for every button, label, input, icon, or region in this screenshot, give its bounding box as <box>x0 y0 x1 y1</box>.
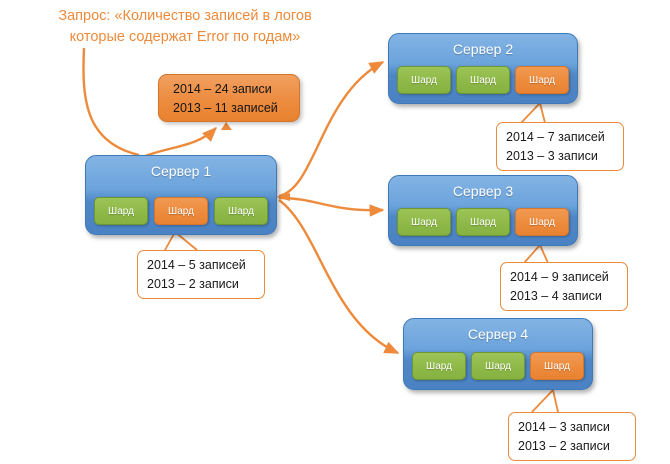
leader-server4-a <box>552 389 559 413</box>
server-box-2[interactable]: Сервер 2 Шард Шард Шард <box>388 33 578 104</box>
callout-server-3: 2014 – 9 записей 2013 – 4 записи <box>500 262 628 311</box>
shard-row-1: Шард Шард Шард <box>94 197 268 225</box>
shard-4-2[interactable]: Шард <box>471 352 525 380</box>
arrow-server1-to-result <box>139 126 218 160</box>
result-box-tail <box>221 122 232 130</box>
server-title-1: Сервер 1 <box>150 163 212 179</box>
leader-server3-b <box>523 244 541 264</box>
arrow-server1-to-server4 <box>278 199 400 355</box>
leader-server2-b <box>520 102 541 124</box>
shard-3-2[interactable]: Шард <box>456 208 510 236</box>
shard-2-3[interactable]: Шард <box>515 66 569 94</box>
aggregated-result-box: 2014 – 24 записи 2013 – 11 записей <box>158 74 300 122</box>
callout-3-line-2014: 2014 – 9 записей <box>510 270 609 284</box>
callout-server-4: 2014 – 3 записи 2013 – 2 записи <box>508 412 636 461</box>
shard-1-1[interactable]: Шард <box>94 197 148 225</box>
server-box-3[interactable]: Сервер 3 Шард Шард Шард <box>388 175 578 246</box>
leader-server4-b <box>531 389 554 413</box>
shard-3-3[interactable]: Шард <box>515 208 569 236</box>
shard-row-2: Шард Шард Шард <box>397 66 569 94</box>
shard-2-2[interactable]: Шард <box>456 66 510 94</box>
arrowhead-into-server1 <box>276 193 290 201</box>
shard-4-3[interactable]: Шард <box>530 352 584 380</box>
callout-3-line-2013: 2013 – 4 записи <box>510 289 602 303</box>
server-title-4: Сервер 4 <box>467 326 529 342</box>
shard-1-3[interactable]: Шард <box>214 197 268 225</box>
result-line-2013: 2013 – 11 записей <box>173 101 278 115</box>
arrow-query-to-server1 <box>82 47 140 157</box>
shard-2-1[interactable]: Шард <box>397 66 451 94</box>
callout-1-line-2013: 2013 – 2 записи <box>147 277 239 291</box>
callout-4-line-2014: 2014 – 3 записи <box>518 420 610 434</box>
callout-4-line-2013: 2013 – 2 записи <box>518 439 610 453</box>
callout-server-2: 2014 – 7 записей 2013 – 3 записи <box>496 122 624 171</box>
server-box-1[interactable]: Сервер 1 Шард Шард Шард <box>85 155 277 235</box>
server-title-3: Сервер 3 <box>452 183 514 199</box>
query-title: Запрос: «Количество записей в логов кото… <box>58 8 312 45</box>
server-box-4[interactable]: Сервер 4 Шард Шард Шард <box>403 318 593 390</box>
shard-4-1[interactable]: Шард <box>412 352 466 380</box>
shard-3-1[interactable]: Шард <box>397 208 451 236</box>
result-line-2014: 2014 – 24 записи <box>173 82 272 96</box>
shard-row-4: Шард Шард Шард <box>412 352 584 380</box>
callout-server-1: 2014 – 5 записей 2013 – 2 записи <box>137 250 265 299</box>
callout-2-line-2014: 2014 – 7 записей <box>506 130 605 144</box>
server-title-2: Сервер 2 <box>452 41 514 57</box>
shard-1-2[interactable]: Шард <box>154 197 208 225</box>
leader-server2-a <box>539 102 546 124</box>
shard-row-3: Шард Шард Шард <box>397 208 569 236</box>
callout-1-line-2014: 2014 – 5 записей <box>147 258 246 272</box>
leader-server3-a <box>539 244 549 264</box>
callout-2-line-2013: 2013 – 3 записи <box>506 149 598 163</box>
arrow-server1-to-server3 <box>278 196 385 217</box>
